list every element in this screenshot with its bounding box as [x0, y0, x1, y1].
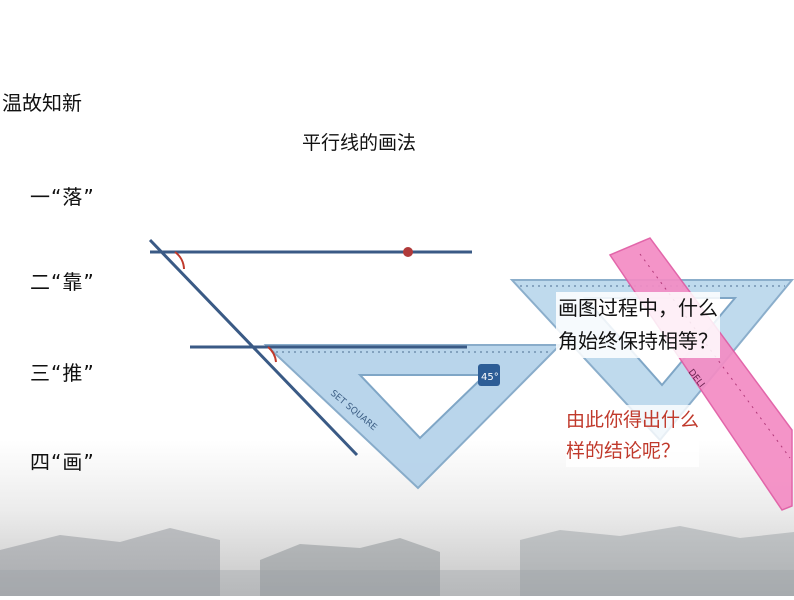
- slide-subtitle: 平行线的画法: [302, 132, 417, 154]
- angle-mark-bottom: [267, 346, 277, 363]
- step-label: “靠”: [51, 270, 95, 294]
- conclusion-box: 由此你得出什么 样的结论呢？: [566, 405, 700, 467]
- step-number: 一: [30, 185, 51, 209]
- given-point: [403, 247, 413, 257]
- step-number: 三: [30, 361, 51, 385]
- conclusion-line-1: 由此你得出什么: [566, 409, 700, 431]
- step-1: 一“落”: [30, 181, 95, 210]
- angle-mark-top: [174, 251, 185, 270]
- roof-silhouettes: [0, 526, 794, 596]
- question-line-1: 画图过程中，什么: [558, 296, 718, 320]
- step-3: 三“推”: [30, 357, 95, 386]
- step-label: “画”: [51, 450, 95, 474]
- section-heading: 温故知新: [2, 91, 82, 115]
- question-box: 画图过程中，什么 角始终保持相等？: [556, 292, 720, 358]
- step-number: 二: [30, 270, 51, 294]
- step-2: 二“靠”: [30, 266, 95, 295]
- step-label: “推”: [51, 361, 95, 385]
- angle-badge-text: 45°: [481, 372, 499, 383]
- step-number: 四: [30, 450, 51, 474]
- conclusion-line-2: 样的结论呢？: [566, 440, 681, 462]
- question-line-2: 角始终保持相等？: [558, 329, 718, 353]
- angle-badge: [478, 364, 500, 386]
- set-square-left: SET SQUARE 45°: [263, 344, 563, 490]
- step-label: “落”: [51, 185, 95, 209]
- step-4: 四“画”: [30, 446, 95, 475]
